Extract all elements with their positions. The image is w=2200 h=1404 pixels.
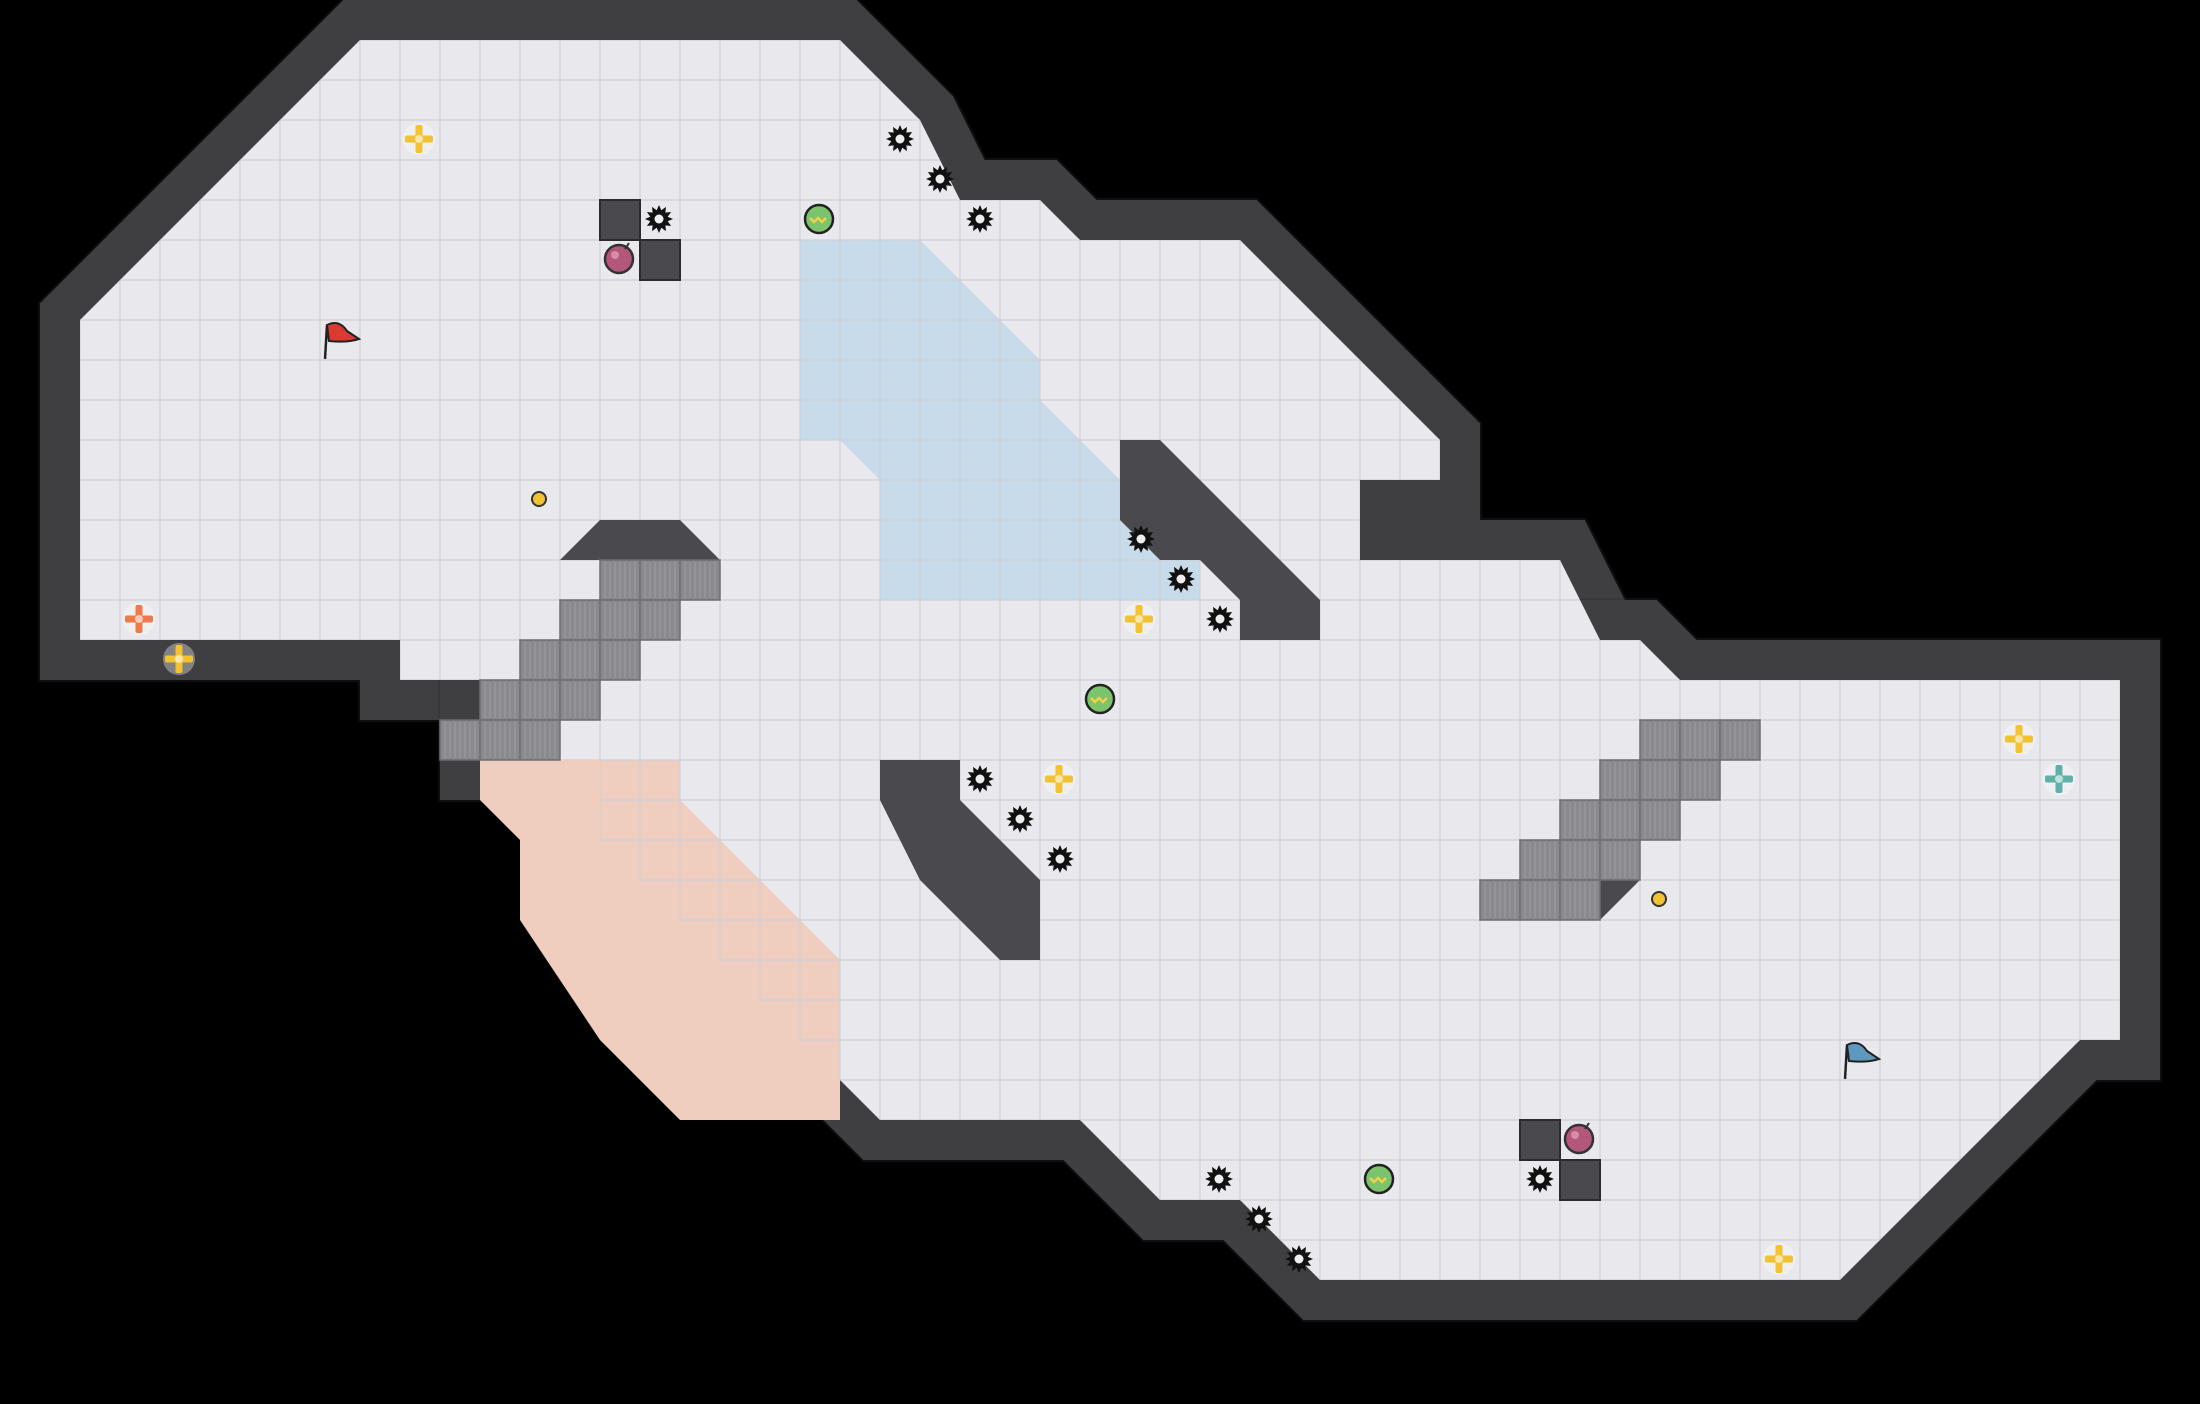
wall-block	[599, 199, 641, 241]
boost-icon	[1763, 1243, 1795, 1275]
spike-icon	[1206, 605, 1234, 633]
speed-tile	[1599, 759, 1641, 801]
ledge-upper-left	[560, 520, 720, 560]
powerup-orb-icon	[803, 203, 835, 235]
speed-tile	[1479, 879, 1521, 921]
speed-tile	[1599, 839, 1641, 881]
speed-tile	[519, 679, 561, 721]
spike-icon	[1205, 1165, 1233, 1193]
boost-icon	[2043, 763, 2075, 795]
speed-tile	[1519, 879, 1561, 921]
speed-tile	[1639, 719, 1681, 761]
wall-block	[639, 239, 681, 281]
boost-icon	[1043, 763, 1075, 795]
speed-tile	[519, 639, 561, 681]
spike-icon	[1046, 845, 1074, 873]
speed-tile	[599, 599, 641, 641]
speed-tile	[1679, 719, 1721, 761]
spike-icon	[1245, 1205, 1273, 1233]
speed-tile	[479, 679, 521, 721]
boost-icon	[403, 123, 435, 155]
speed-tile	[679, 559, 721, 601]
speed-tile	[1639, 799, 1681, 841]
speed-tile	[519, 719, 561, 761]
boost-icon	[123, 603, 155, 635]
spike-icon	[926, 165, 954, 193]
spike-icon	[1006, 805, 1034, 833]
boost-icon	[1123, 603, 1155, 635]
speed-tile	[1519, 839, 1561, 881]
speed-tile	[1719, 719, 1761, 761]
speed-tile	[1639, 759, 1681, 801]
spike-icon	[886, 125, 914, 153]
block-layer	[439, 199, 1761, 1201]
speed-tile	[599, 639, 641, 681]
spike-icon	[645, 205, 673, 233]
spike-icon	[1285, 1245, 1313, 1273]
speed-tile	[1559, 879, 1601, 921]
powerup-orb-icon	[1084, 683, 1116, 715]
speed-tile	[559, 679, 601, 721]
wall-block	[1519, 1119, 1561, 1161]
wall-block	[1559, 1159, 1601, 1201]
speed-tile	[1599, 799, 1641, 841]
spike-icon	[1167, 565, 1195, 593]
entity-layer	[123, 123, 2075, 1275]
wedge-center-upper	[1120, 440, 1320, 640]
speed-tile	[439, 719, 481, 761]
spike-icon	[1127, 525, 1155, 553]
speed-tile	[1559, 799, 1601, 841]
speed-tile	[479, 719, 521, 761]
bomb-icon	[1563, 1122, 1595, 1155]
button-icon	[1651, 891, 1667, 907]
spike-icon	[966, 205, 994, 233]
speed-tile	[559, 639, 601, 681]
bomb-icon	[603, 242, 635, 275]
powerup-orb-icon	[1363, 1163, 1395, 1195]
speed-tile	[599, 559, 641, 601]
speed-tile	[559, 599, 601, 641]
speed-tile	[639, 599, 681, 641]
red-flag-icon	[323, 322, 362, 360]
boost-icon	[163, 643, 195, 675]
spike-icon	[1526, 1165, 1554, 1193]
speed-tile	[639, 559, 681, 601]
button-icon	[531, 491, 547, 507]
boost-icon	[2003, 723, 2035, 755]
wedge-center-lower	[880, 760, 1040, 960]
red-team-zone	[480, 760, 840, 1120]
speed-tile	[1559, 839, 1601, 881]
speed-tile	[1679, 759, 1721, 801]
blue-flag-icon	[1843, 1042, 1882, 1080]
spike-icon	[966, 765, 994, 793]
